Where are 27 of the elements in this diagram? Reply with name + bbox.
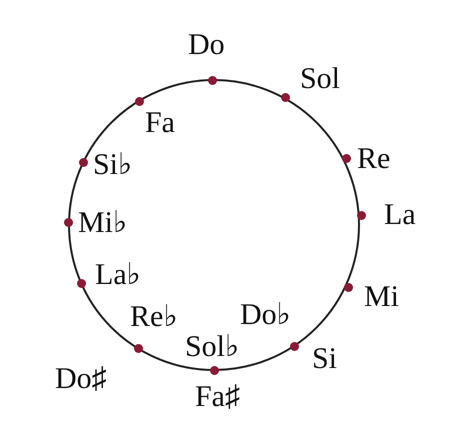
note-dot (210, 366, 218, 374)
note-dot (356, 210, 366, 220)
note-name: Re (357, 144, 390, 174)
note-name: Do (188, 30, 225, 60)
note-dot (76, 278, 86, 288)
note-dot (134, 344, 142, 352)
note-name: Do♯ (55, 364, 107, 394)
note-dot (280, 92, 290, 102)
note-dot (290, 342, 298, 350)
note-name: Sol♭ (185, 332, 240, 362)
note-dot (78, 158, 88, 166)
note-name: Si♭ (93, 150, 132, 180)
note-dot (342, 154, 350, 162)
note-name: Sol (300, 64, 340, 94)
note-dot (344, 282, 352, 292)
note-name: Mi (364, 282, 400, 312)
note-dot (208, 76, 216, 84)
note-name: Mi♭ (78, 208, 128, 238)
note-name: Fa (145, 108, 175, 138)
note-dot (64, 218, 72, 226)
note-name: Do♭ (240, 300, 291, 330)
note-name: La♭ (95, 260, 141, 290)
note-dot (134, 96, 144, 106)
note-name: La (384, 200, 416, 230)
note-name: Re♭ (130, 302, 178, 332)
note-name: Fa♯ (195, 382, 240, 412)
note-name: Si (312, 344, 338, 374)
